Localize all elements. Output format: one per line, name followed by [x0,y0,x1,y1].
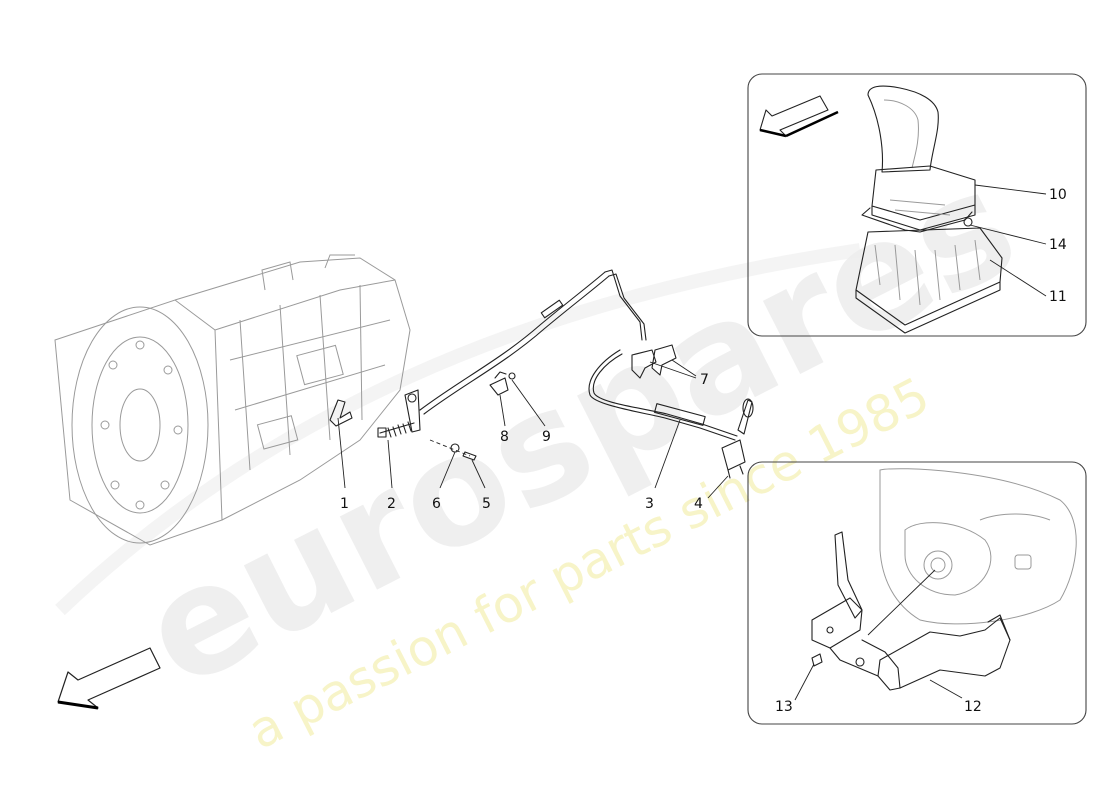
callout-7: 7 [700,372,709,388]
callout-6: 6 [432,496,441,512]
shift-cable-assembly [419,269,738,489]
callout-14: 14 [1049,237,1067,253]
part-9-bolt [508,372,546,427]
part-1-selector-lever [329,399,353,489]
callout-2: 2 [387,496,396,512]
callout-12: 12 [964,699,982,715]
callout-4: 4 [694,496,703,512]
inset-paddle-shifter: 13 12 [747,461,1087,725]
callout-13: 13 [775,699,793,715]
callout-9: 9 [542,429,551,445]
part-7-retaining-clips [631,344,697,379]
callout-11: 11 [1049,289,1067,305]
callout-5: 5 [482,496,491,512]
callout-8: 8 [500,429,509,445]
part-2-cable-end [377,389,421,489]
inset-gear-selector: 10 14 11 [747,73,1087,337]
transmission-assembly [54,254,411,546]
callout-10: 10 [1049,187,1067,203]
callout-labels: 1 2 6 5 8 9 3 4 7 [340,372,709,512]
part-5-6-fasteners [429,439,486,489]
part-4-end-fitting [707,398,754,499]
part-8-bracket [489,371,509,427]
callout-3: 3 [645,496,654,512]
watermark-swoosh [55,243,862,616]
callout-1: 1 [340,496,349,512]
direction-arrow-icon [57,647,161,710]
inset-arrow-icon [759,95,839,138]
